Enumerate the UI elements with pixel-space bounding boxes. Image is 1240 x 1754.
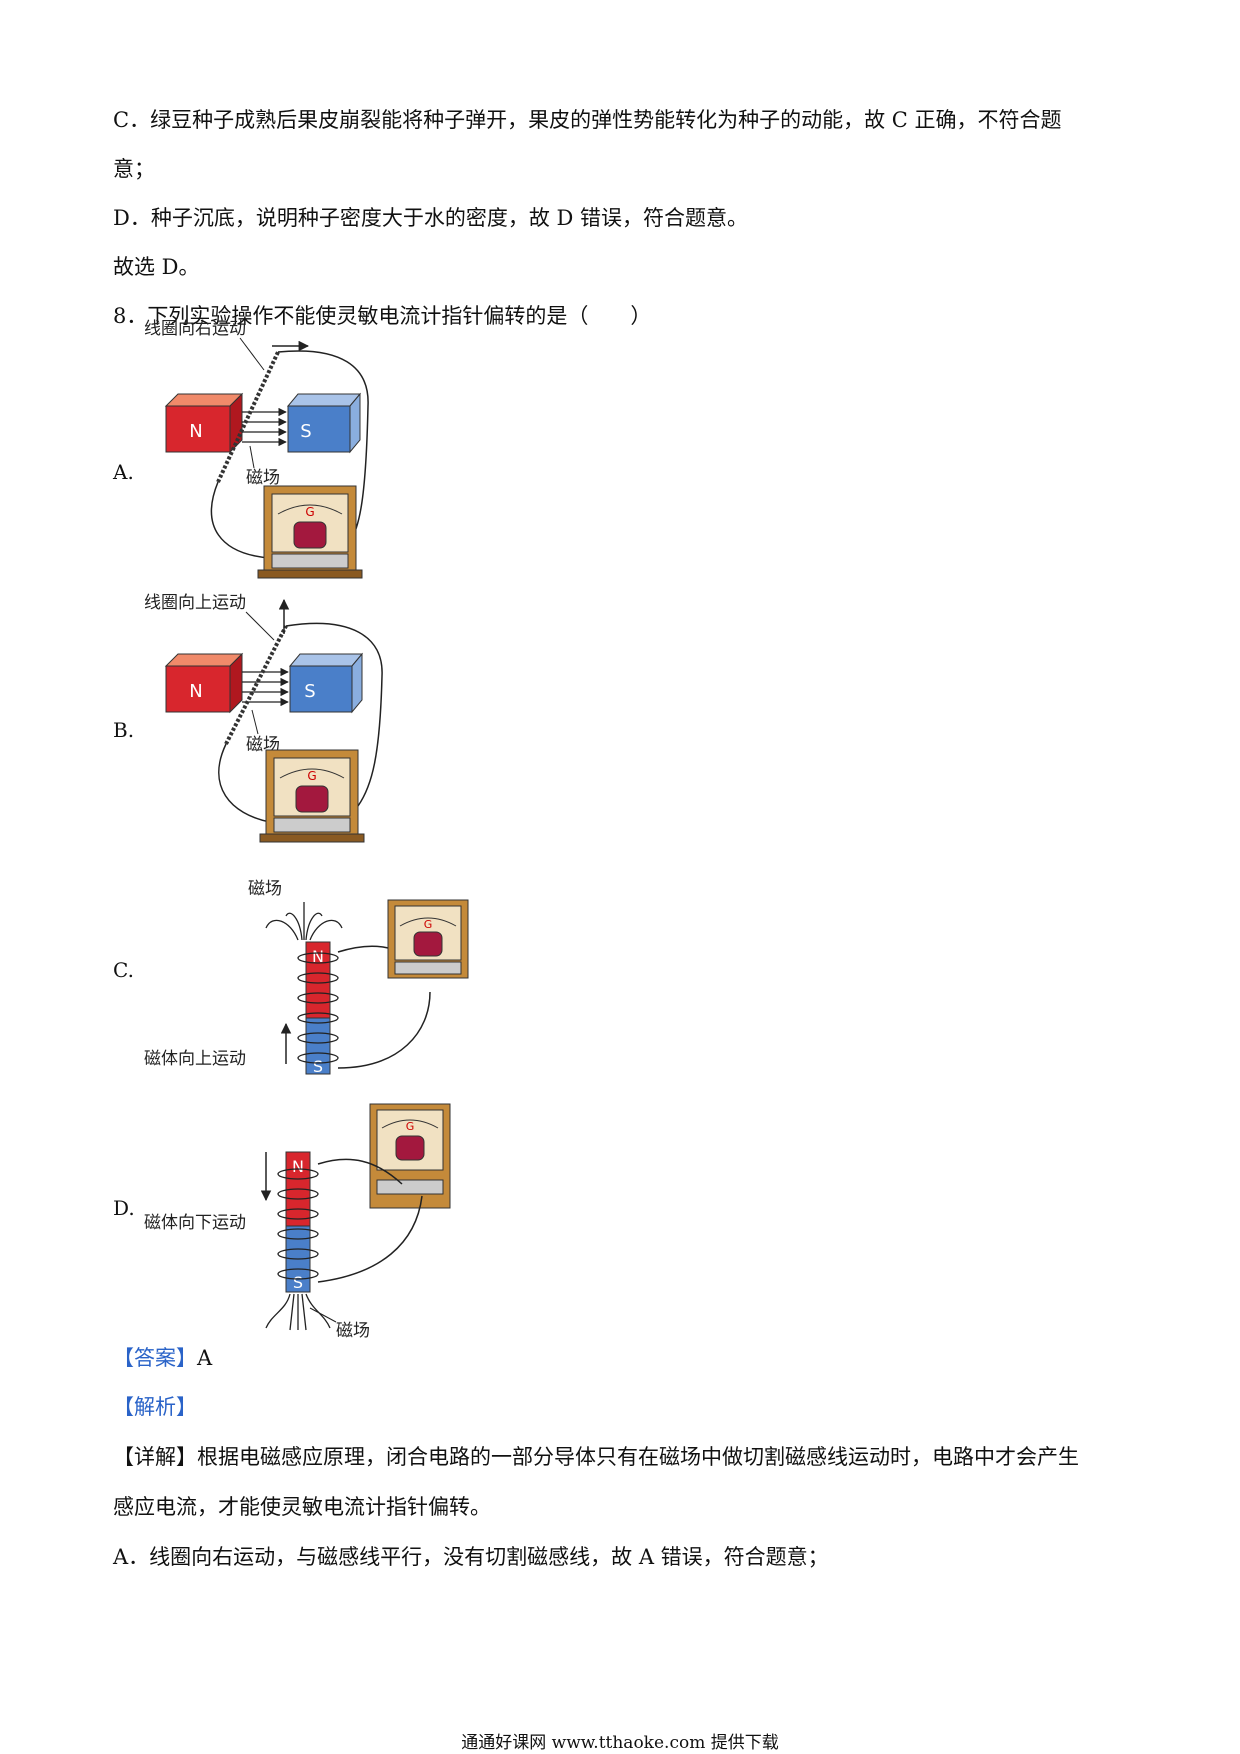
detail-tag: 【详解】 [113,1445,197,1469]
north-pole-magnet [165,405,231,453]
caption-b: 线圈向上运动 [144,593,246,613]
footer-watermark: 通通好课网 www.tthaoke.com 提供下载 [461,1733,779,1753]
answer-line: 【答案】A [113,1344,212,1372]
field-label-a: 磁场 [246,468,280,488]
conclusion: 故选 D。 [113,255,200,279]
coil [277,1168,319,1280]
figure-option-c: 磁场 N S 磁体向上运动 G [140,872,480,1086]
north-label: N [292,1157,304,1176]
field-label-d: 磁场 [336,1321,370,1341]
south-label: S [293,1273,303,1292]
coil [297,952,339,1064]
north-pole [305,941,331,1019]
north-label: N [189,421,202,442]
coil [224,625,288,745]
detail-line-2: 感应电流，才能使灵敏电流计指针偏转。 [113,1495,491,1519]
option-d-label: D. [113,1196,135,1220]
detail-line-1: 【详解】根据电磁感应原理，闭合电路的一部分导体只有在磁场中做切割磁感线运动时，电… [113,1445,1079,1469]
figure-option-a: N S 线圈向右运动 磁场 G [144,319,400,590]
north-label: N [189,681,202,702]
north-label: N [312,947,324,966]
analysis-line: 【解析】 [113,1393,197,1421]
caption-c: 磁体向上运动 [144,1049,246,1069]
caption-a: 线圈向右运动 [144,319,246,339]
svg-text:G: G [406,1120,415,1133]
galvanometer: G [259,749,365,843]
option-b-label: B. [113,718,135,742]
field-label-c: 磁场 [248,879,282,899]
south-pole-magnet [287,405,351,453]
paragraph-c: C．绿豆种子成熟后果皮崩裂能将种子弹开，果皮的弹性势能转化为种子的动能，故 C … [113,108,1062,132]
paragraph-c-cont: 意； [113,157,155,181]
option-c-label: C. [113,958,134,982]
figure-option-b: N S 线圈向上运动 磁场 G [144,593,400,850]
option-a-label: A. [113,460,134,484]
detail-line-3: A．线圈向右运动，与磁感线平行，没有切割磁感线，故 A 错误，符合题意； [113,1545,829,1569]
south-pole-magnet [289,665,353,713]
galvanometer: G [369,1103,451,1209]
figure-option-d: G N S 磁体向下运动 磁场 [140,1103,480,1342]
south-label: S [313,1057,323,1076]
paragraph-d: D．种子沉底，说明种子密度大于水的密度，故 D 错误，符合题意。 [113,206,749,230]
coil [216,351,280,483]
south-pole [305,1017,331,1075]
north-pole-magnet [165,665,231,713]
analysis-tag: 【解析】 [113,1395,197,1419]
galvanometer: G [257,485,363,579]
svg-text:G: G [424,918,433,931]
caption-d: 磁体向下运动 [144,1213,246,1233]
galvanometer: G [387,899,469,979]
answer-value: A [197,1346,213,1370]
south-label: S [304,681,315,702]
svg-text:G: G [307,769,316,783]
svg-text:G: G [305,505,314,519]
south-label: S [300,421,311,442]
question-8: 8．下列实验操作不能使灵敏电流计指针偏转的是（ ） [113,304,652,328]
answer-tag: 【答案】 [113,1346,197,1370]
